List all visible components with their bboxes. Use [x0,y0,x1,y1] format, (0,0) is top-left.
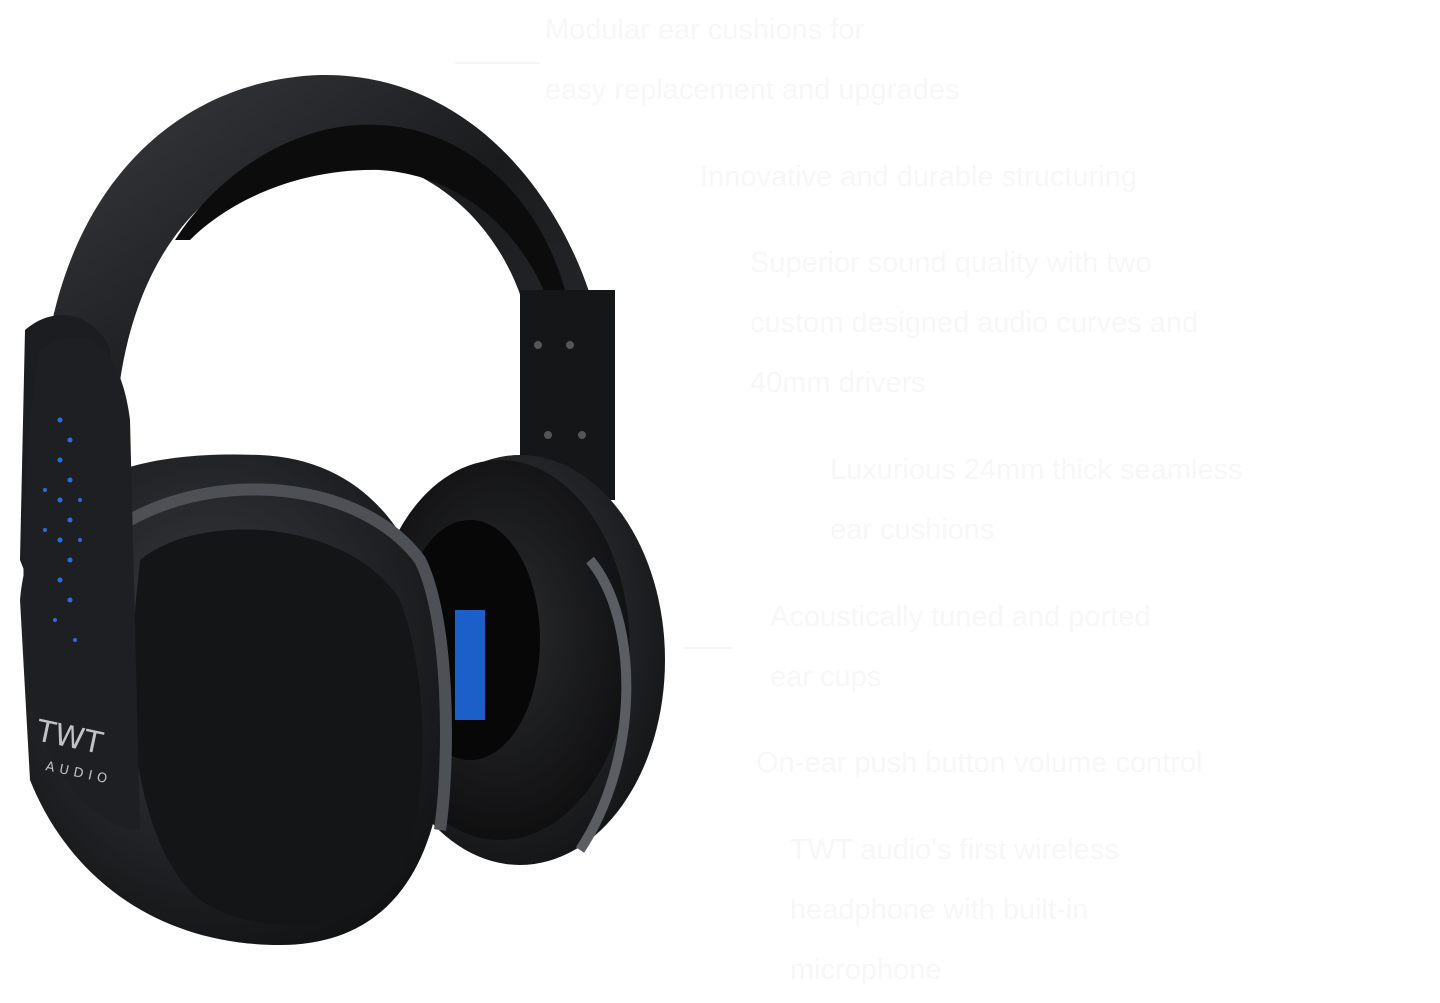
headband-cushion [175,124,565,300]
feature-text: microphone [790,954,942,986]
feature-text: ear cups [770,661,882,693]
feature-durable-structuring: Innovative and durable structuring [700,147,1137,207]
leader-line [455,62,540,64]
feature-text: ear cushions [830,514,995,546]
feature-ear-cushions: Luxurious 24mm thick seamless ear cushio… [830,440,1243,560]
feature-modular-cushions: Modular ear cushions for easy replacemen… [545,0,959,120]
feature-sound-quality: Superior sound quality with two custom d… [750,233,1198,413]
led-dots [43,417,82,642]
feature-text: 40mm drivers [750,367,926,399]
feature-text: easy replacement and upgrades [545,74,960,106]
headphones-product-image: TWT AUDIO [20,74,665,945]
feature-volume-control: On-ear push button volume control [756,733,1203,793]
feature-text: Superior sound quality with two [750,247,1152,279]
feature-wireless-microphone: TWT audio's first wireless headphone wit… [790,820,1119,1000]
leader-line [683,647,733,649]
feature-text: Modular ear cushions for [545,14,865,46]
feature-ear-cups: Acoustically tuned and ported ear cups [770,587,1150,707]
feature-text: TWT audio's first wireless [790,834,1119,866]
feature-text: On-ear push button volume control [756,747,1203,779]
feature-text: custom designed audio curves and [750,307,1199,339]
feature-text: Innovative and durable structuring [700,161,1137,193]
feature-text: headphone with built-in [790,894,1089,926]
feature-text: Acoustically tuned and ported [770,601,1151,633]
feature-text: Luxurious 24mm thick seamless [830,454,1243,486]
